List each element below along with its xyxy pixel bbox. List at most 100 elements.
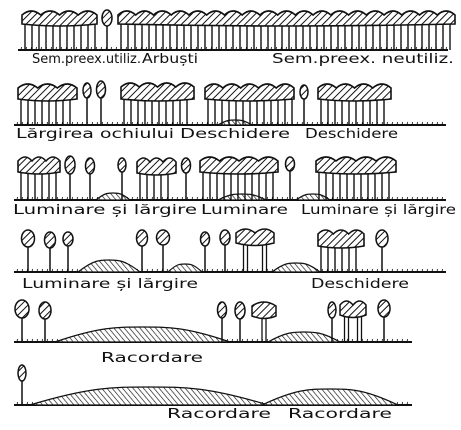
tree-crown	[235, 302, 245, 319]
tree-crown	[39, 302, 51, 319]
grass-tick	[432, 122, 433, 125]
tree-crown	[18, 365, 26, 381]
grass-tick	[216, 47, 217, 50]
grass-tick	[82, 197, 83, 200]
grass-tick	[376, 47, 377, 50]
grass-tick	[276, 47, 277, 50]
grass-tick	[142, 122, 143, 125]
grass-tick	[357, 197, 358, 200]
regeneration-mound	[30, 387, 268, 405]
grass-tick	[67, 122, 68, 125]
grass-tick	[57, 122, 58, 125]
label-luminare-si-largire-3: Luminare și lărgire	[22, 277, 198, 292]
grass-tick	[347, 269, 348, 272]
grass-tick	[442, 269, 443, 272]
grass-tick	[237, 339, 238, 342]
regeneration-mound	[262, 389, 398, 405]
grass-tick	[372, 197, 373, 200]
grass-tick	[22, 122, 23, 125]
grass-tick	[377, 197, 378, 200]
grass-tick	[57, 197, 58, 200]
grass-tick	[131, 47, 132, 50]
grass-tick	[26, 47, 27, 50]
tree-crown	[286, 157, 295, 171]
grass-tick	[32, 122, 33, 125]
grass-tick	[431, 47, 432, 50]
grass-tick	[407, 269, 408, 272]
grass-tick	[347, 122, 348, 125]
grass-tick	[182, 197, 183, 200]
grass-tick	[192, 197, 193, 200]
tree-crown	[218, 302, 227, 318]
grass-tick	[32, 269, 33, 272]
grass-tick	[207, 269, 208, 272]
grass-tick	[21, 47, 22, 50]
grass-tick	[111, 47, 112, 50]
regeneration-mound	[96, 193, 130, 200]
grass-tick	[382, 122, 383, 125]
grass-tick	[392, 197, 393, 200]
grass-tick	[217, 269, 218, 272]
grass-tick	[52, 197, 53, 200]
grass-tick	[271, 47, 272, 50]
grass-tick	[222, 269, 223, 272]
grass-tick	[231, 47, 232, 50]
label-largirea-ochiului: Lărgirea ochiului	[16, 127, 174, 142]
stand-crown-block	[137, 158, 176, 175]
grass-tick	[96, 47, 97, 50]
grass-tick	[242, 339, 243, 342]
grass-tick	[352, 197, 353, 200]
grass-tick	[157, 122, 158, 125]
grass-tick	[112, 122, 113, 125]
grass-tick	[52, 269, 53, 272]
grass-tick	[297, 122, 298, 125]
grass-tick	[36, 47, 37, 50]
grass-tick	[177, 197, 178, 200]
grass-tick	[237, 269, 238, 272]
regeneration-mound	[218, 120, 252, 125]
grass-tick	[197, 197, 198, 200]
grass-tick	[367, 339, 368, 342]
grass-tick	[267, 197, 268, 200]
grass-tick	[77, 197, 78, 200]
grass-tick	[177, 122, 178, 125]
grass-tick	[387, 122, 388, 125]
grass-tick	[27, 402, 28, 405]
grass-tick	[412, 122, 413, 125]
grass-tick	[402, 197, 403, 200]
grass-tick	[342, 339, 343, 342]
grass-tick	[241, 47, 242, 50]
grass-tick	[427, 122, 428, 125]
grass-tick	[186, 47, 187, 50]
grass-tick	[412, 269, 413, 272]
grass-tick	[51, 47, 52, 50]
stand-crown-block	[18, 157, 60, 174]
grass-tick	[212, 269, 213, 272]
grass-tick	[377, 269, 378, 272]
grass-tick	[292, 197, 293, 200]
grass-tick	[162, 197, 163, 200]
grass-tick	[201, 47, 202, 50]
grass-tick	[426, 47, 427, 50]
grass-tick	[437, 269, 438, 272]
grass-tick	[346, 47, 347, 50]
grass-tick	[157, 269, 158, 272]
grass-tick	[362, 269, 363, 272]
grass-tick	[342, 197, 343, 200]
grass-tick	[387, 269, 388, 272]
grass-tick	[437, 122, 438, 125]
grass-tick	[37, 122, 38, 125]
grass-tick	[122, 122, 123, 125]
tree-crown	[65, 156, 75, 174]
tree-crown	[86, 158, 95, 174]
tree-crown	[328, 302, 336, 318]
grass-tick	[306, 47, 307, 50]
grass-tick	[362, 197, 363, 200]
tree-crown	[300, 85, 308, 99]
regeneration-mound	[268, 332, 340, 342]
grass-tick	[372, 269, 373, 272]
grass-tick	[396, 47, 397, 50]
grass-tick	[422, 269, 423, 272]
grass-tick	[257, 339, 258, 342]
grass-tick	[302, 122, 303, 125]
